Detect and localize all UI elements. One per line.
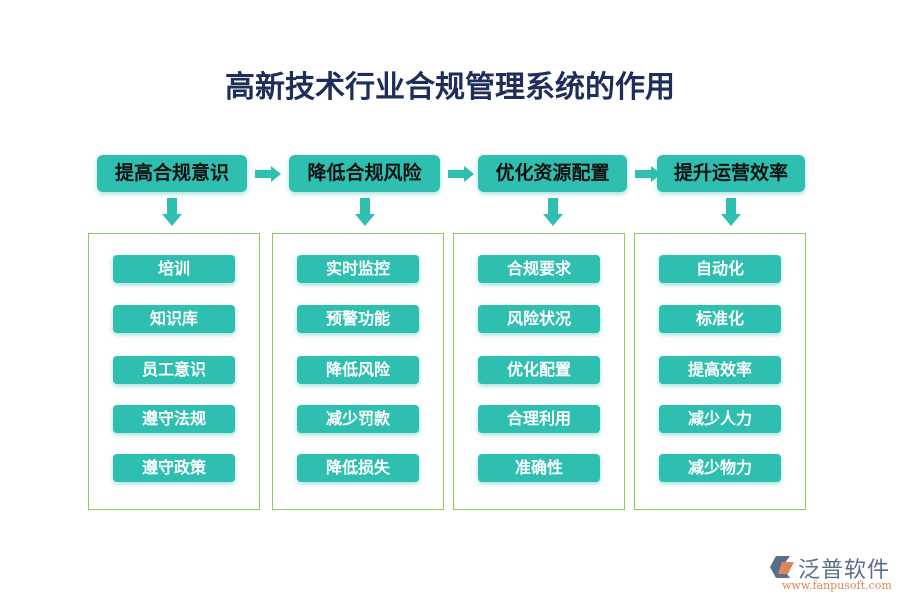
page-title: 高新技术行业合规管理系统的作用 [225,70,675,105]
list-item: 降低损失 [297,454,419,482]
list-item: 知识库 [113,305,235,333]
list-item: 员工意识 [113,356,235,384]
list-item: 实时监控 [297,255,419,283]
list-item: 优化配置 [478,356,600,384]
down-arrow-icon [162,198,182,226]
list-item: 风险状况 [478,305,600,333]
list-item: 遵守法规 [113,405,235,433]
down-arrow-icon [721,198,741,226]
list-item: 减少人力 [659,405,781,433]
list-item: 自动化 [659,255,781,283]
list-item: 培训 [113,255,235,283]
column-box-2: 实时监控预警功能降低风险减少罚款降低损失 [272,233,444,510]
right-arrow-icon [255,166,281,182]
heading-1: 提高合规意识 [97,155,247,192]
logo-icon [770,556,794,578]
down-arrow-icon [542,198,563,226]
heading-3: 优化资源配置 [478,155,627,192]
column-box-1: 培训知识库员工意识遵守法规遵守政策 [88,233,260,510]
down-arrow-icon [354,198,375,226]
list-item: 合规要求 [478,255,600,283]
heading-2: 降低合规风险 [289,155,440,192]
logo-url: www.fanpusoft.com [782,579,892,592]
column-box-4: 自动化标准化提高效率减少人力减少物力 [634,233,806,510]
column-box-3: 合规要求风险状况优化配置合理利用准确性 [453,233,625,510]
list-item: 减少罚款 [297,405,419,433]
right-arrow-icon [448,166,474,182]
logo-name: 泛普软件 [798,558,891,583]
list-item: 遵守政策 [113,454,235,482]
list-item: 准确性 [478,454,600,482]
list-item: 合理利用 [478,405,600,433]
list-item: 预警功能 [297,305,419,333]
heading-4: 提升运营效率 [657,155,805,192]
list-item: 提高效率 [659,356,781,384]
right-arrow-icon [635,166,661,182]
list-item: 标准化 [659,305,781,333]
list-item: 降低风险 [297,356,419,384]
list-item: 减少物力 [659,454,781,482]
